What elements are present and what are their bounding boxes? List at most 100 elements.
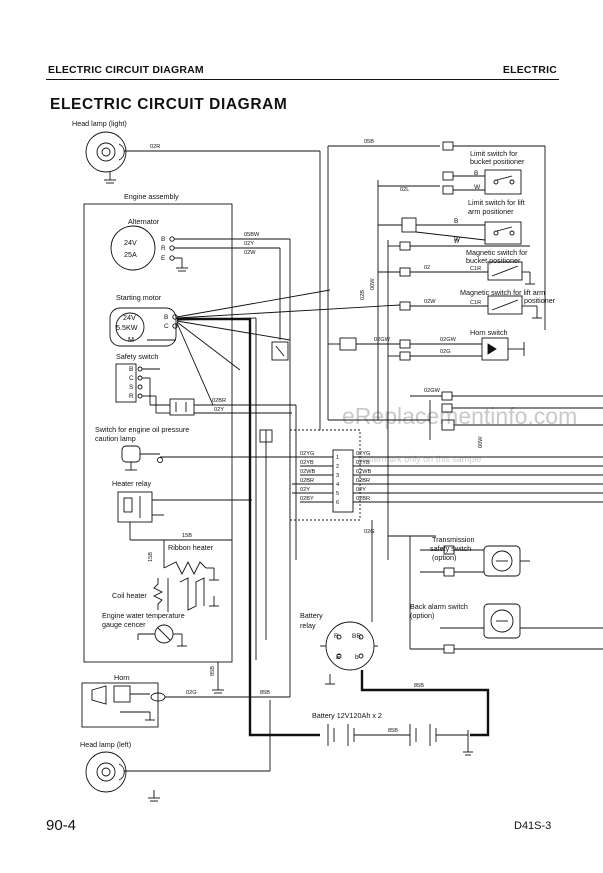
conn-pin-4: 4: [336, 482, 339, 488]
motor-terminal-b: B: [164, 314, 168, 321]
limit-terminal-w1: W: [474, 184, 481, 191]
wire-85b-1: 85B: [260, 690, 270, 696]
label-mag-bucket-2: bucket positioner: [466, 256, 521, 265]
conn-right-5: 02Y: [356, 487, 366, 493]
label-battery-relay-1: Battery: [300, 611, 323, 620]
wire-02b: 02B: [360, 290, 366, 300]
limit-switch-bucket: [378, 169, 522, 195]
wire-02w-mag: 02W: [424, 299, 436, 305]
label-battery: Battery 12V120Ah x 2: [312, 711, 382, 720]
label-engine-assembly: Engine assembly: [124, 192, 179, 201]
wire-00w: 00W: [370, 278, 376, 290]
relay-terminal-r: R: [334, 633, 339, 640]
head-lamp-right: [85, 131, 320, 184]
label-starting-motor: Starting motor: [116, 293, 162, 302]
page-number: 90-4: [46, 817, 77, 834]
wire-02gw-1: 02GW: [374, 337, 391, 343]
wire-05b: 05B: [364, 139, 374, 145]
wire-85b-3: 85B: [388, 728, 398, 734]
water-temp-sensor: [137, 624, 187, 647]
label-heater-relay: Heater relay: [112, 479, 152, 488]
conn-left-5: 02Y: [300, 487, 310, 493]
header-section: ELECTRIC: [502, 64, 557, 76]
conn-right-6: 02BR: [356, 496, 370, 502]
mag-terminal-c1r-1: C1R: [470, 266, 481, 272]
header-title: ELECTRIC CIRCUIT DIAGRAM: [48, 64, 204, 76]
fuse-small: [259, 429, 273, 443]
label-water-temp-1: Engine water temperature: [102, 611, 185, 620]
wire-02r: 02R: [150, 144, 160, 150]
label-head-lamp-left: Head lamp (left): [80, 740, 131, 749]
label-mag-lift-1: Magnetic switch for lift arm: [460, 288, 545, 297]
wire-85b-2: 85B: [414, 683, 424, 689]
label-mag-lift-2: positioner: [524, 296, 556, 305]
label-transmission-2: safety switch: [430, 544, 471, 553]
head-lamp-left: [85, 700, 271, 802]
safety-terminal-b: B: [129, 366, 133, 373]
wire-02w: 02W: [244, 250, 256, 256]
main-power-cable: [177, 317, 490, 737]
conn-pin-3: 3: [336, 473, 339, 479]
conn-left-3: 02WB: [300, 469, 316, 475]
limit-terminal-b1: B: [474, 170, 478, 177]
starting-motor: [109, 307, 178, 347]
wire-15b-vert: 15B: [148, 552, 154, 562]
alt-rating-volt: 24V: [124, 238, 137, 247]
safety-terminal-r: R: [129, 393, 134, 400]
label-horn: Horn: [114, 673, 130, 682]
limit-switch-lift: [378, 217, 522, 245]
conn-left-6: 02BY: [300, 496, 314, 502]
alt-terminal-e: E: [161, 255, 166, 262]
transmission-switch: [388, 535, 530, 577]
conn-pin-5: 5: [336, 491, 339, 497]
motor-rating-volt: 24V: [123, 313, 136, 322]
relay-terminal-e: E: [336, 654, 341, 661]
safety-switch: [115, 363, 160, 413]
page-title: ELECTRIC CIRCUIT DIAGRAM: [50, 96, 288, 113]
safety-terminal-c: C: [129, 375, 134, 382]
mag-terminal-c1r-2: C1R: [470, 300, 481, 306]
motor-rating-kw: 5.5KW: [116, 323, 138, 332]
label-oil-switch-2: caution lamp: [95, 434, 136, 443]
conn-left-1: 02YG: [300, 451, 314, 457]
motor-rating-m: M: [128, 335, 134, 344]
label-limit-lift-1: Limit switch for lift: [468, 198, 525, 207]
wire-02g-2: 02G: [364, 529, 375, 535]
wire-85b-vert: 85B: [210, 666, 216, 676]
model-code: D41S-3: [514, 820, 552, 832]
magnetic-switch-lift: [399, 295, 542, 319]
wire-15b: 15B: [182, 533, 192, 539]
ribbon-heater: [163, 540, 219, 581]
horn-switch: [328, 337, 525, 361]
wire-02y-relay: 02Y: [214, 407, 224, 413]
heater-relay: [117, 491, 252, 541]
alt-terminal-b: B: [161, 236, 165, 243]
horn: [81, 682, 290, 728]
label-battery-relay-2: relay: [300, 621, 316, 630]
wire-02gw-2: 02GW: [440, 337, 457, 343]
label-transmission-1: Transmission: [432, 535, 474, 544]
label-limit-bucket-1: Limit switch for: [470, 149, 518, 158]
conn-right-4: 02BR: [356, 478, 370, 484]
motor-terminal-c: C: [164, 323, 169, 330]
conn-left-2: 02YB: [300, 460, 314, 466]
label-mag-bucket-1: Magnetic switch for: [466, 248, 528, 257]
wire-02y-top: 02Y: [244, 241, 254, 247]
alternator: [110, 225, 290, 272]
wire-00w-right: 00W: [478, 436, 484, 448]
battery-relay: [320, 520, 378, 685]
label-alternator: Alternator: [128, 217, 160, 226]
wire-02g-1: 02G: [440, 349, 451, 355]
watermark-subtext: Watermark only on this sample: [358, 454, 481, 464]
engine-assembly-box: [83, 203, 233, 663]
relay-connector: [169, 398, 195, 416]
limit-terminal-b2: B: [454, 218, 458, 225]
wire-05bw: 05BW: [244, 232, 260, 238]
wire-02br-relay: 02BR: [212, 398, 226, 404]
relay-terminal-b: b: [355, 654, 359, 661]
fuse-block: [271, 341, 289, 361]
label-oil-switch-1: Switch for engine oil pressure: [95, 425, 189, 434]
relay-terminal-br: BR: [352, 633, 361, 640]
label-back-alarm-2: (option): [410, 611, 434, 620]
conn-pin-2: 2: [336, 464, 339, 470]
